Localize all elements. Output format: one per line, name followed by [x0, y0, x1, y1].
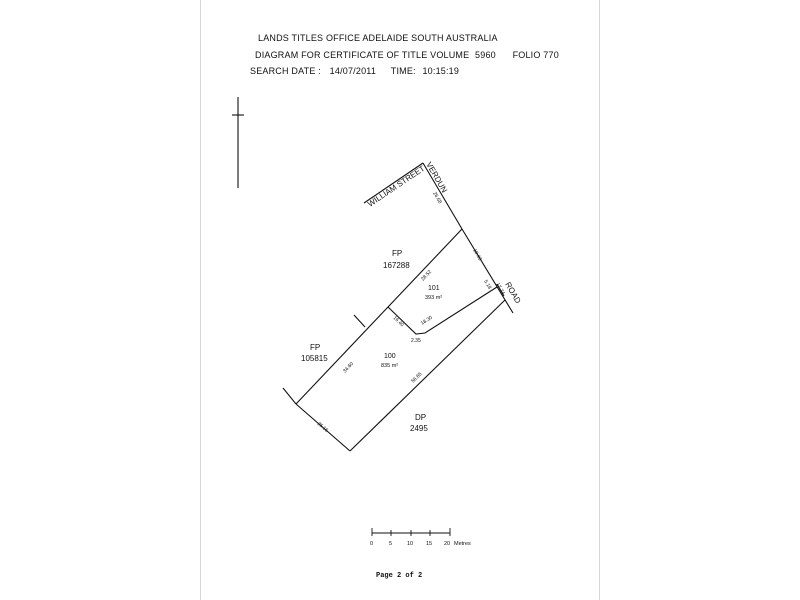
scale-label-10: 10	[407, 541, 413, 547]
dim-lot100-southwest: 25.16	[316, 421, 330, 434]
fp167288-boundary	[387, 228, 463, 308]
dp-label: DP	[415, 413, 426, 422]
william-street-line	[363, 162, 424, 204]
dim-lot100-south: 56.65	[410, 371, 423, 384]
lot-100-south-boundary	[349, 299, 506, 452]
scale-unit-label: Metres	[454, 541, 471, 547]
lot-101-area: 393 m²	[425, 295, 442, 301]
time-label: TIME:	[390, 66, 416, 76]
diagram-title: DIAGRAM FOR CERTIFICATE OF TITLE VOLUME …	[255, 50, 559, 60]
search-date-label: SEARCH DATE :	[250, 66, 321, 76]
dp-number: 2495	[410, 424, 428, 433]
dim-road-lower: 5.18	[482, 279, 492, 291]
search-time: 10:15:19	[422, 66, 460, 76]
fp-top-label: FP	[392, 249, 402, 258]
title-diagram-page	[200, 0, 600, 600]
boundary-extension	[282, 387, 297, 405]
fp-left-number: 105815	[301, 354, 328, 363]
scale-label-5: 5	[389, 541, 392, 547]
folio-label: FOLIO	[512, 50, 541, 60]
scale-label-15: 15	[426, 541, 432, 547]
verdun-frontage-line	[422, 162, 463, 230]
boundary-tick	[353, 314, 366, 328]
lot-101-inner-boundary	[387, 286, 498, 335]
lot-101-label: 101	[428, 285, 440, 292]
fp-left-label: FP	[310, 343, 320, 352]
scale-bar	[371, 528, 451, 536]
fp-top-number: 167288	[383, 261, 410, 270]
scale-label-0: 0	[370, 541, 373, 547]
dim-verdun-frontage: 26.68	[431, 191, 443, 205]
lot-100-area: 835 m²	[381, 363, 398, 369]
lot-100-southwest-boundary	[295, 403, 351, 452]
search-info: SEARCH DATE : 14/07/2011 TIME: 10:15:19	[250, 66, 459, 76]
dim-lot101-south: 18.30	[420, 315, 434, 327]
william-street-label: WILLIAM STREET	[366, 164, 426, 209]
page-number: Page 2 of 2	[376, 572, 423, 580]
diagram-label: DIAGRAM FOR CERTIFICATE OF TITLE VOLUME	[255, 50, 470, 60]
road-tick	[496, 283, 505, 297]
dim-lot101-jog: 2.35	[411, 338, 421, 344]
road-boundary-line	[461, 228, 514, 314]
search-date: 14/07/2011	[329, 66, 377, 76]
dim-lot101-west: 16.40	[392, 315, 405, 328]
verdun-label: VERDUN	[424, 161, 449, 195]
dim-road-upper: 10.93	[471, 248, 483, 262]
dim-road-splay: 17.74	[494, 282, 506, 296]
scale-label-20: 20	[444, 541, 450, 547]
lot-boundary-west	[295, 306, 389, 405]
folio-number: 770	[543, 50, 559, 60]
lot-100-label: 100	[384, 353, 396, 360]
office-title: LANDS TITLES OFFICE ADELAIDE SOUTH AUSTR…	[258, 33, 498, 43]
volume-number: 5960	[475, 50, 496, 60]
dim-lot100-west: 34.60	[342, 361, 355, 374]
